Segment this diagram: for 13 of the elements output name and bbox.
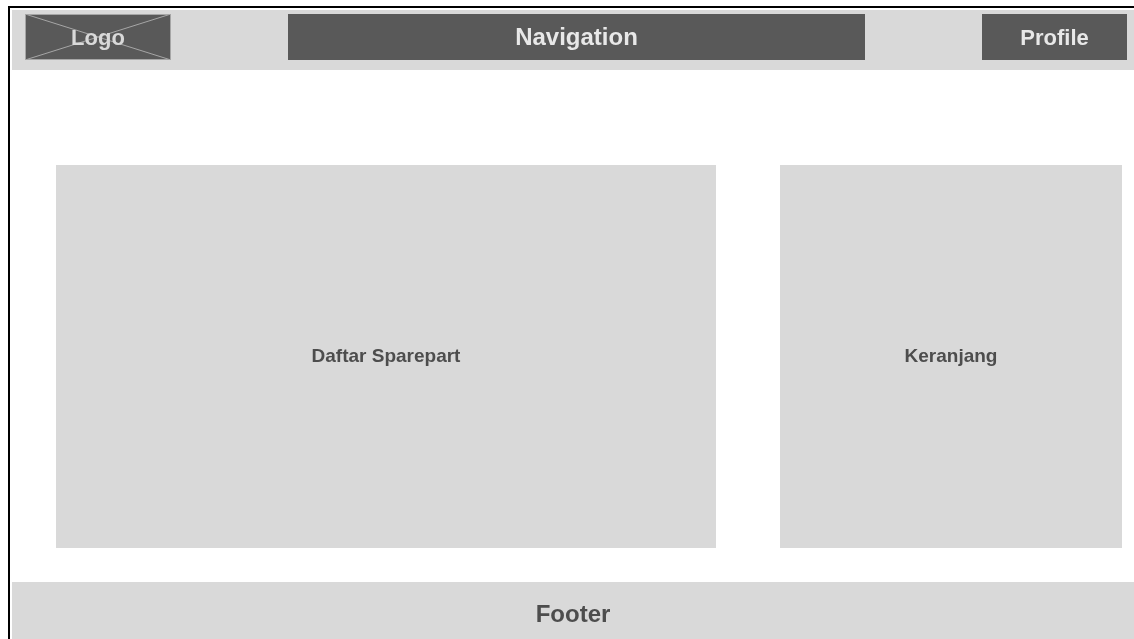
footer-bar (12, 582, 1134, 639)
navigation-bar (288, 14, 865, 60)
label-text: Navigation (515, 22, 638, 52)
header-bar (12, 10, 1134, 70)
profile-box (982, 14, 1127, 60)
content-panel (56, 165, 716, 548)
placeholder-field (25, 14, 171, 60)
cart-panel (780, 165, 1122, 548)
label-text: Footer (535, 598, 611, 629)
label-text: Daftar Sparepart (311, 344, 461, 369)
label-text: Keranjang (904, 344, 998, 369)
label-text: Profile (1020, 23, 1089, 52)
label-text: Logo (71, 23, 125, 52)
